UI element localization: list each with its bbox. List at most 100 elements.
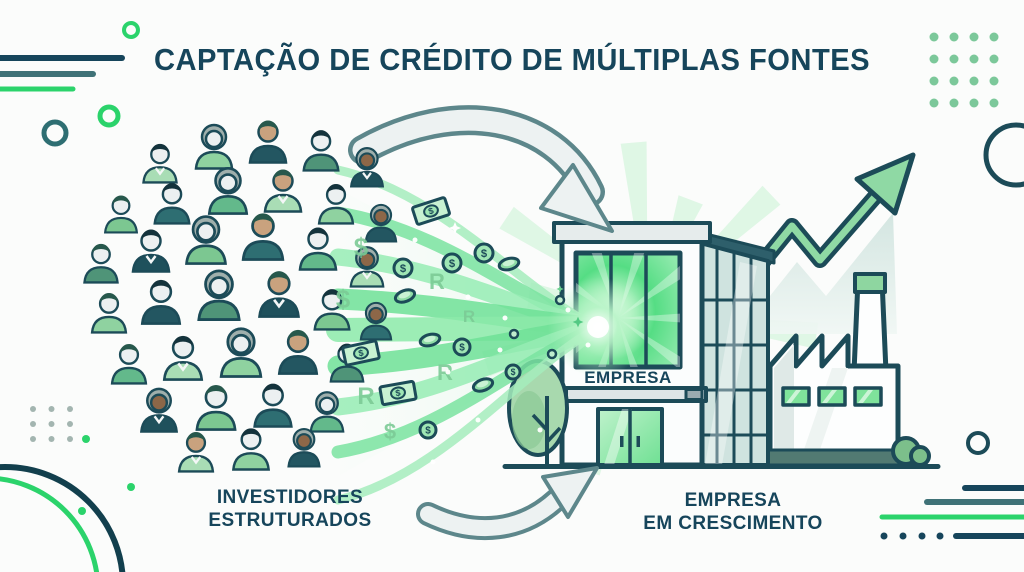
flow-arrows [348,105,614,541]
currency-letter: $ [354,232,369,262]
investor-avatar [197,269,241,321]
dot-decor [30,436,36,442]
dot-decor [969,32,979,42]
dot-decor [899,532,907,540]
ring-decor [966,431,990,455]
coin-icon: $ [473,242,495,264]
dot-decor [127,483,135,491]
svg-text:$: $ [459,343,465,354]
investor-avatar [258,271,300,318]
svg-text:$: $ [400,263,407,275]
currency-letter: $ [384,419,396,444]
dot-decor [989,32,999,42]
coin-edge-icon [471,377,495,393]
investor-avatar [277,329,319,375]
dot-decor [929,98,939,108]
coin-small-icon [508,328,520,340]
dot-decor [48,406,55,412]
investor-avatar [232,428,270,471]
bottom-curved-arrow [416,466,599,541]
svg-text:$: $ [425,426,431,437]
dot-decor [949,54,959,64]
investor-avatar [177,431,215,473]
coin-icon: $ [441,252,463,274]
dot-decor [929,76,939,86]
banknote-icon: $ [378,380,418,406]
sparkle-dot [412,237,418,243]
dot-decor [969,54,979,64]
coin-icon: $ [418,420,438,440]
sparkle-dot [565,307,571,313]
sparkle-icon [449,222,461,234]
dot-grid [30,406,73,442]
dot-decor [969,98,979,108]
dot-decor [989,76,999,86]
dot-row [880,532,944,540]
svg-text:$: $ [481,248,488,260]
coin-edge-icon [497,256,521,272]
coin-icon: $ [452,337,472,357]
page-title: CAPTAÇÃO DE CRÉDITO DE MÚLTIPLAS FONTES [153,42,871,77]
investor-avatar [140,387,178,433]
dot-decor [918,532,926,540]
ring-decor [983,122,1024,188]
currency-letter: R [429,269,445,294]
coin-small-icon [546,348,558,360]
investor-avatar [162,335,204,381]
dot-decor [989,98,999,108]
dot-decor [936,532,944,540]
svg-text:$: $ [511,367,516,377]
chimney [851,272,889,375]
dot-decor [78,507,86,515]
investor-avatar [349,246,385,288]
investor-avatar [103,195,139,234]
bush [891,436,931,467]
sparkle-dot [502,315,508,321]
investors-label-line1: INVESTIDORES [216,487,364,508]
investor-avatar [142,143,178,184]
dot-decor [48,421,55,427]
investor-avatar [195,385,237,431]
investor-avatar [298,227,338,271]
investor-avatar [185,215,227,265]
ring-decor [41,119,69,147]
parapet [552,221,712,244]
dot-decor [30,421,36,427]
investor-avatar [90,292,128,334]
sparkle-dot [585,342,591,348]
coin-small-icon [554,294,566,306]
investor-avatar [153,183,191,225]
dot-decor [67,436,73,442]
factory-windows [781,386,883,407]
dot-decor [949,76,959,86]
investor-avatar [313,289,351,331]
investor-avatar [131,229,171,273]
coin-edge-icon [393,288,417,304]
svg-text:$: $ [358,348,365,359]
dot-decor [949,98,959,108]
investor-avatar [263,169,303,213]
dot-grid [929,32,999,108]
entrance-door [596,407,664,467]
dot-decor [67,406,73,412]
sparkle-dot [537,427,543,433]
svg-text:$: $ [427,205,435,216]
coin-icon: $ [392,257,414,279]
glass-wing [698,241,770,467]
investor-avatar [248,120,288,164]
investor-avatar [253,383,293,428]
investor-avatar [110,343,148,385]
ring-decor [0,476,100,572]
currency-letter: R [437,360,453,385]
investor-avatar [309,391,345,433]
coin-edge-icon [418,332,442,348]
ring-decor [0,464,126,572]
currency-letter: R [463,307,475,326]
sparkle-dot [430,459,436,465]
dot-decor [929,32,939,42]
dot-decor [82,435,90,443]
sparkle-icon [572,316,584,328]
investor-avatar [287,427,321,468]
